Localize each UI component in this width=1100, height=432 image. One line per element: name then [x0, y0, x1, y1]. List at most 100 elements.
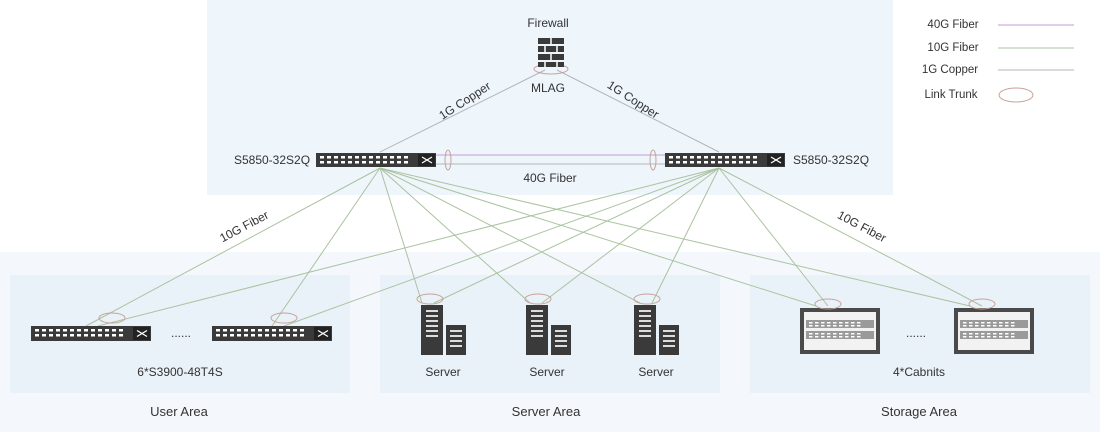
core-switch-right[interactable]: [665, 153, 785, 167]
interlink-label: 40G Fiber: [523, 171, 576, 185]
cabinet-port: [987, 333, 991, 335]
uplink-label-left: 10G Fiber: [217, 208, 271, 245]
switch-port: [63, 329, 67, 332]
switch-port: [272, 334, 276, 337]
switch-port: [42, 334, 46, 337]
switch-port: [112, 329, 116, 332]
cabinet-port: [1011, 325, 1015, 327]
storage-cabinet-icon[interactable]: [800, 308, 880, 354]
switch-port: [341, 156, 345, 159]
server-caption-2: Server: [529, 365, 564, 379]
server-icon[interactable]: [634, 305, 679, 355]
legend: 40G Fiber 10G Fiber 1G Copper Link Trunk: [922, 19, 1074, 103]
fiber-10g-link: [379, 167, 817, 307]
server-bay: [450, 335, 462, 337]
user-device-caption: 6*S3900-48T4S: [137, 365, 222, 379]
switch-port: [98, 334, 102, 337]
switch-logo-icon: [421, 156, 433, 164]
switch-port: [383, 161, 387, 164]
cabinet-unit: [806, 320, 874, 328]
switch-port: [286, 334, 290, 337]
switch-port: [397, 161, 401, 164]
links-layer: [85, 69, 983, 327]
switch-port: [753, 161, 757, 164]
firewall-label: Firewall: [527, 16, 568, 30]
switch-port: [683, 161, 687, 164]
switch-port: [348, 156, 352, 159]
switch-port: [272, 329, 276, 332]
cabinet-port: [1011, 322, 1015, 324]
cabinet-port: [839, 336, 843, 338]
cabinet-port: [981, 336, 985, 338]
server-bay: [639, 330, 651, 332]
cabinet-port: [963, 325, 967, 327]
mlag-label: MLAG: [531, 81, 565, 95]
cabinet-unit: [960, 331, 1028, 339]
server-bay: [639, 315, 651, 317]
switch-port: [341, 161, 345, 164]
switch-port: [77, 334, 81, 337]
switch-port: [216, 329, 220, 332]
storage-cabinet-icon[interactable]: [954, 308, 1034, 354]
cabinet-port: [839, 322, 843, 324]
switch-port: [704, 161, 708, 164]
fiber-10g-link: [379, 167, 423, 304]
switch-port: [369, 156, 373, 159]
server-bay: [531, 315, 543, 317]
cabinet-port: [969, 322, 973, 324]
cabinet-port: [827, 336, 831, 338]
switch-port: [98, 329, 102, 332]
switch-port: [732, 156, 736, 159]
switch-port: [683, 156, 687, 159]
switch-port: [265, 329, 269, 332]
server-icon[interactable]: [526, 305, 571, 355]
copper-link-right: [556, 69, 720, 153]
cabinet-port: [845, 325, 849, 327]
access-switch-2[interactable]: [212, 326, 332, 341]
switch-port: [70, 329, 74, 332]
switch-logo-icon: [317, 329, 329, 338]
cabinet-unit: [806, 331, 874, 339]
cabinet-port: [845, 336, 849, 338]
core-switch-left[interactable]: [316, 153, 436, 167]
fiber-10g-link: [85, 167, 381, 327]
user-area-title: User Area: [150, 404, 209, 419]
switch-port: [70, 334, 74, 337]
switch-port: [383, 156, 387, 159]
cabinet-port: [999, 336, 1003, 338]
switch-port: [105, 329, 109, 332]
cabinet-port: [821, 322, 825, 324]
cabinet-port: [981, 325, 985, 327]
cabinet-port: [987, 322, 991, 324]
switch-port: [362, 161, 366, 164]
server-bay: [663, 340, 675, 342]
switch-port: [725, 161, 729, 164]
server-bay: [426, 335, 438, 337]
server-bay: [639, 310, 651, 312]
cabinet-port: [963, 336, 967, 338]
server-bay: [555, 330, 567, 332]
server-caption-1: Server: [425, 365, 460, 379]
switch-port: [244, 329, 248, 332]
access-trunk-ellipse-1: [98, 312, 126, 324]
switch-port: [216, 334, 220, 337]
server-bay: [639, 320, 651, 322]
switch-port: [732, 161, 736, 164]
core-switch-right-label: S5850-32S2Q: [793, 153, 869, 167]
switch-port: [84, 334, 88, 337]
cabinet-port: [1005, 325, 1009, 327]
access-switch-1[interactable]: [31, 326, 151, 341]
switch-port: [334, 161, 338, 164]
cabinet-port: [975, 325, 979, 327]
fiber-10g-link: [379, 167, 531, 304]
server-bay: [426, 325, 438, 327]
server-icon[interactable]: [421, 305, 466, 355]
firewall-brick-icon[interactable]: [538, 38, 564, 67]
switch-port: [320, 161, 324, 164]
cabinet-port: [987, 325, 991, 327]
switch-port: [300, 329, 304, 332]
fiber-10g-link: [541, 167, 720, 304]
switch-port: [237, 334, 241, 337]
server-bay: [531, 330, 543, 332]
